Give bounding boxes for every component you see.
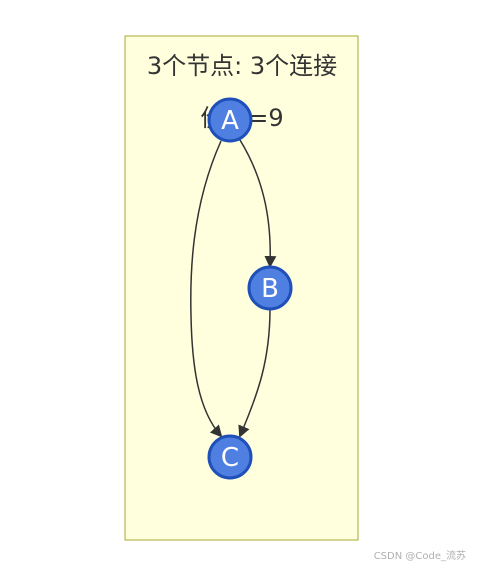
panel-title: 3个节点: 3个连接	[147, 52, 337, 80]
edge-a-c	[190, 140, 223, 438]
edge-b-c	[238, 308, 271, 438]
node-b-label: B	[261, 274, 279, 304]
node-a[interactable]: A	[207, 97, 253, 143]
node-a-label: A	[221, 106, 239, 136]
node-a-circle	[207, 97, 253, 143]
node-b[interactable]: B	[247, 265, 293, 311]
node-b-circle	[247, 265, 293, 311]
node-c-label: C	[221, 443, 239, 473]
watermark: CSDN @Code_流苏	[373, 551, 466, 562]
node-c-circle	[207, 434, 253, 480]
node-c[interactable]: C	[207, 434, 253, 480]
edge-a-b	[239, 139, 277, 268]
